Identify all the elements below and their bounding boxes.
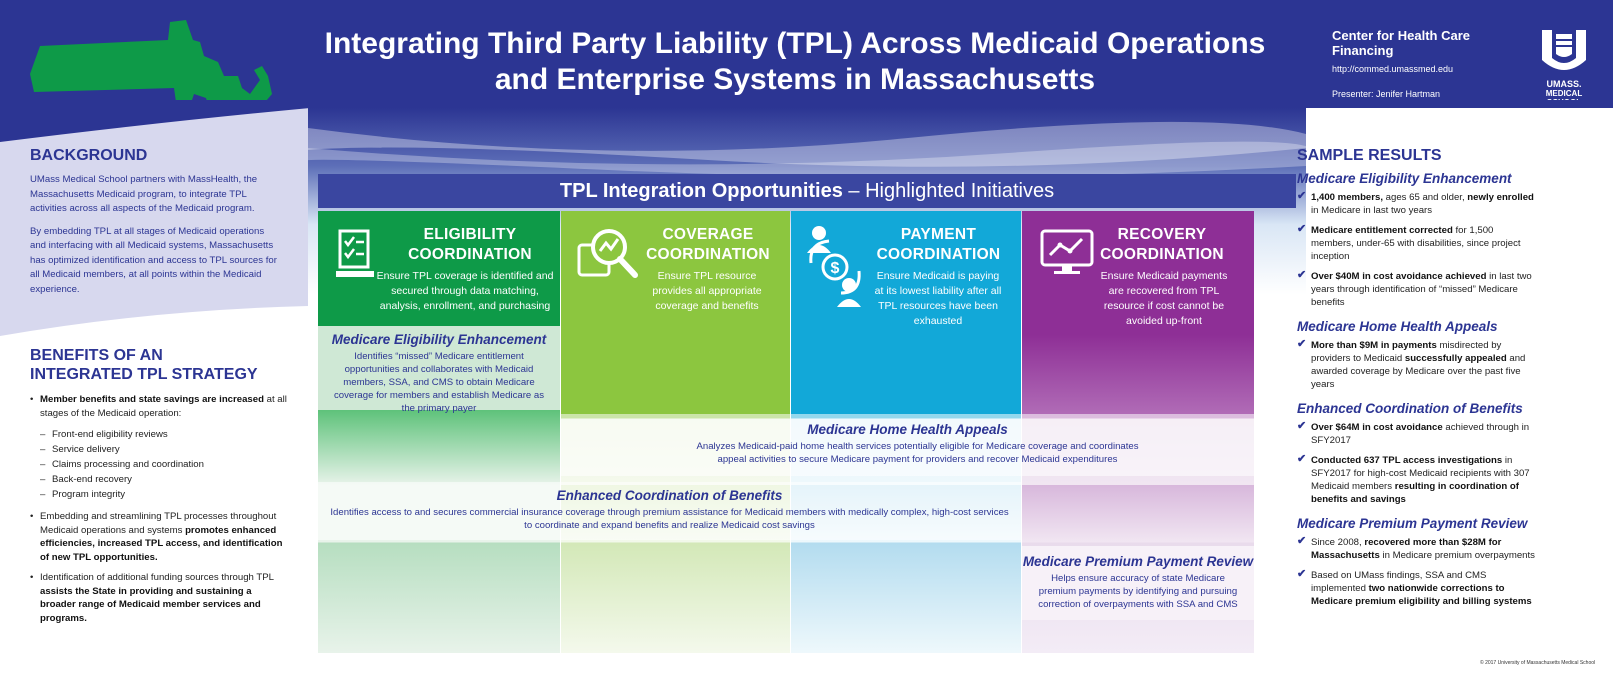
initiative-2-desc: Analyzes Medicaid-paid home health servi… [696, 441, 1139, 465]
list-item: Service delivery [30, 442, 288, 457]
benefit-sub-list: Front-end eligibility reviews Service de… [30, 427, 288, 502]
initiative-4-title: Medicare Premium Payment Review [1022, 554, 1254, 569]
column-payment-title-1: PAYMENT [900, 226, 977, 243]
column-eligibility-header: ELIGIBILITY COORDINATION Ensure TPL cove… [318, 211, 560, 336]
result-item: ✔Medicare entitlement corrected for 1,50… [1297, 223, 1521, 262]
benefits-section: BENEFITS OF AN INTEGRATED TPL STRATEGY M… [30, 346, 288, 632]
people-dollar-icon: $ [807, 226, 861, 307]
initiative-1-desc: Identifies “missed” Medicare entitlement… [333, 351, 545, 414]
left-header-curve [0, 100, 310, 142]
grid-title-bar: TPL Integration Opportunities – Highligh… [318, 174, 1296, 208]
column-eligibility-title-1: ELIGIBILITY [423, 226, 517, 243]
initiative-home-health: Medicare Home Health Appeals Analyzes Me… [561, 414, 1254, 476]
result-item: ✔Over $40M in cost avoidance achieved in… [1297, 269, 1532, 308]
logo-text-1: UMASS. [1546, 79, 1582, 89]
result-item: ✔Based on UMass findings, SSA and CMS im… [1297, 568, 1532, 607]
massachusetts-map-icon [30, 20, 272, 118]
center-wave-decoration [308, 121, 1306, 178]
magnifier-chart-icon [577, 229, 638, 278]
result-group-title: Medicare Home Health Appeals [1297, 319, 1498, 334]
benefits-heading-line1: BENEFITS OF AN [30, 347, 163, 364]
poster-title-line1: Integrating Third Party Liability (TPL) … [324, 27, 1266, 60]
checkmark-icon: ✔ [1297, 453, 1307, 465]
logo-text-2: MEDICAL [1545, 89, 1583, 98]
result-item: ✔Conducted 637 TPL access investigations… [1297, 453, 1530, 505]
results-heading: SAMPLE RESULTS [1297, 147, 1442, 164]
result-group-title: Medicare Premium Payment Review [1297, 516, 1528, 531]
organization-url[interactable]: http://commed.umassmed.edu [1332, 64, 1454, 74]
column-payment-title-2: COORDINATION [876, 246, 1001, 263]
organization-name: Center for Health Care Financing [1332, 28, 1470, 58]
copyright-text: © 2017 University of Massachusetts Medic… [1480, 660, 1596, 666]
benefit-item-3: Identification of additional funding sou… [30, 571, 288, 625]
svg-text:$: $ [831, 260, 840, 277]
list-item: Claims processing and coordination [30, 457, 288, 472]
checkmark-icon: ✔ [1297, 190, 1307, 202]
results-section: SAMPLE RESULTS Medicare Eligibility Enha… [1297, 146, 1537, 615]
result-item: ✔1,400 members, ages 65 and older, newly… [1297, 190, 1534, 216]
organization-info: Center for Health Care Financing http://… [1332, 28, 1532, 99]
checkmark-icon: ✔ [1297, 338, 1307, 350]
column-eligibility: ELIGIBILITY COORDINATION Ensure TPL cove… [318, 211, 560, 653]
poster-title: Integrating Third Party Liability (TPL) … [320, 26, 1270, 98]
checkmark-icon: ✔ [1297, 223, 1307, 235]
benefit-item-1: Member benefits and state savings are in… [30, 393, 288, 420]
column-recovery-title-2: COORDINATION [1100, 246, 1224, 263]
grid-title-rest: – Highlighted Initiatives [842, 180, 1055, 202]
column-coverage-title-1: COVERAGE [662, 226, 754, 243]
background-para-1: UMass Medical School partners with MassH… [30, 174, 258, 214]
benefit-3-bold: assists the State in providing and susta… [40, 585, 261, 624]
result-group-title: Medicare Eligibility Enhancement [1297, 171, 1512, 186]
right-header-curve [1306, 100, 1613, 108]
background-heading: BACKGROUND [30, 147, 148, 164]
background-section: BACKGROUND UMass Medical School partners… [30, 146, 280, 297]
column-coverage-title-2: COORDINATION [646, 246, 770, 263]
checkmark-icon: ✔ [1297, 568, 1307, 580]
column-payment-desc: Ensure Medicaid is paying at its lowest … [874, 270, 1002, 327]
benefit-1-text: at all stages of the Medicaid operation: [40, 394, 287, 419]
initiative-coordination: Enhanced Coordination of Benefits Identi… [318, 482, 1021, 540]
checkmark-icon: ✔ [1297, 420, 1307, 432]
initiative-3-desc: Identifies access to and secures commerc… [330, 507, 1009, 531]
column-recovery-title-1: RECOVERY [1117, 226, 1207, 243]
result-item: ✔Over $64M in cost avoidance achieved th… [1297, 420, 1530, 446]
monitor-chart-icon [1040, 229, 1094, 274]
column-eligibility-title-2: COORDINATION [408, 246, 532, 263]
column-recovery-header: RECOVERY COORDINATION Ensure Medicaid pa… [1022, 211, 1254, 336]
initiative-medicare-eligibility: Medicare Eligibility Enhancement Identif… [318, 326, 560, 414]
left-panel-curve [0, 306, 308, 350]
poster-title-line2: and Enterprise Systems in Massachusetts [494, 63, 1096, 96]
initiative-premium-review: Medicare Premium Payment Review Helps en… [1022, 546, 1254, 620]
umass-logo-icon [1542, 30, 1586, 70]
result-item: ✔Since 2008, recovered more than $28M fo… [1297, 535, 1535, 561]
benefit-2-bold: promotes enhanced efficiencies, increase… [40, 524, 283, 563]
presenter-name: Presenter: Jenifer Hartman [1332, 89, 1441, 99]
column-payment-header: $ PAYMENT COORDINATION Ensure Medicaid i… [791, 211, 1021, 336]
initiative-2-title: Medicare Home Health Appeals [807, 422, 1008, 437]
list-item: Program integrity [30, 487, 288, 502]
grid-title-main: TPL Integration Opportunities [559, 180, 843, 202]
benefit-item-2: Embedding and streamlining TPL processes… [30, 510, 288, 564]
result-group-title: Enhanced Coordination of Benefits [1297, 401, 1523, 416]
result-item: ✔More than $9M in payments misdirected b… [1297, 338, 1526, 390]
benefit-1-bold: Member benefits and state savings are in… [40, 394, 264, 405]
checkmark-icon: ✔ [1297, 269, 1307, 281]
column-coverage-desc: Ensure TPL resource provides all appropr… [652, 270, 762, 312]
checklist-icon [336, 229, 374, 277]
checkmark-icon: ✔ [1297, 535, 1307, 547]
column-recovery-desc: Ensure Medicaid payments are recovered f… [1100, 270, 1228, 327]
initiative-1-title: Medicare Eligibility Enhancement [331, 332, 547, 347]
list-item: Back-end recovery [30, 472, 288, 487]
benefit-2-text: Embedding and streamlining TPL processes… [40, 511, 277, 536]
column-eligibility-desc: Ensure TPL coverage is identified and se… [376, 270, 554, 312]
background-para-2: By embedding TPL at all stages of Medica… [30, 225, 277, 295]
column-coverage-header: COVERAGE COORDINATION Ensure TPL resourc… [561, 211, 790, 336]
initiative-3-title: Enhanced Coordination of Benefits [556, 488, 783, 503]
list-item: Front-end eligibility reviews [30, 427, 288, 442]
initiative-4-desc: Helps ensure accuracy of state Medicare … [1038, 573, 1238, 610]
benefit-3-text: Identification of additional funding sou… [40, 572, 274, 583]
benefits-heading-line2: INTEGRATED TPL STRATEGY [30, 366, 258, 383]
